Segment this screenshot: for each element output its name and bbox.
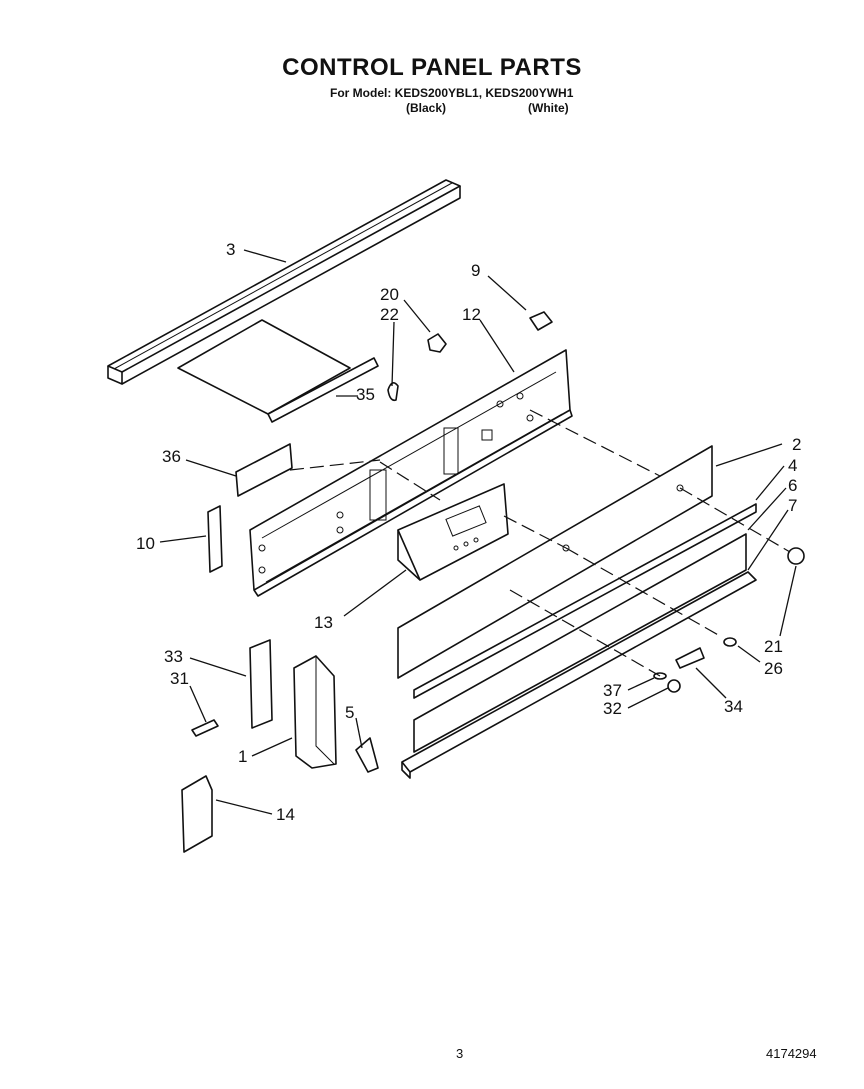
callout-5: 5 — [345, 703, 354, 722]
part-36-circuit-board — [235, 443, 293, 497]
callout-34: 34 — [724, 697, 743, 716]
part-32-nut — [667, 679, 681, 693]
alignment-line — [679, 487, 791, 553]
part-3-trim-strip — [107, 179, 461, 385]
alignment-line — [503, 515, 567, 549]
part-35-panel-sheet — [177, 319, 379, 423]
model-numbers: For Model: KEDS200YBL1, KEDS200YWH1 — [330, 86, 574, 100]
callout-4: 4 — [788, 456, 797, 475]
document-number: 4174294 — [766, 1046, 817, 1061]
callout-21: 21 — [764, 637, 783, 656]
callout-2: 2 — [792, 435, 801, 454]
callout-12: 12 — [462, 305, 481, 324]
alignment-line — [379, 461, 441, 501]
part-21-knob — [787, 547, 805, 565]
part-14-bracket — [181, 775, 213, 853]
callout-31: 31 — [170, 669, 189, 688]
callout-3: 3 — [226, 240, 235, 259]
part-12-control-frame — [249, 349, 573, 597]
callout-20: 20 — [380, 285, 399, 304]
part-5-end-piece — [355, 737, 379, 773]
alignment-line — [529, 409, 661, 477]
page-number: 3 — [456, 1046, 464, 1061]
alignment-line — [565, 547, 721, 637]
callout-6: 6 — [788, 476, 797, 495]
callout-35: 35 — [356, 385, 375, 404]
callout-10: 10 — [136, 534, 155, 553]
part-2-overlay — [397, 445, 713, 679]
callout-1: 1 — [238, 747, 247, 766]
callout-36: 36 — [162, 447, 181, 466]
callout-37: 37 — [603, 681, 622, 700]
color-white-label: (White) — [528, 101, 569, 115]
part-6-trim-channel — [413, 533, 747, 753]
callout-32: 32 — [603, 699, 622, 718]
callout-22: 22 — [380, 305, 399, 324]
part-26-washer — [723, 637, 737, 647]
color-black-label: (Black) — [406, 101, 447, 115]
part-33-panel — [249, 639, 273, 729]
part-37-spacer — [653, 672, 667, 680]
callout-9: 9 — [471, 261, 480, 280]
part-13-control-module — [397, 483, 509, 581]
part-9-knob — [529, 311, 553, 331]
part-20-switch — [427, 333, 447, 353]
leader-lines — [159, 249, 797, 815]
part-4-trim-channel — [413, 503, 757, 699]
page-title: CONTROL PANEL PARTS — [282, 54, 582, 81]
callout-26: 26 — [764, 659, 783, 678]
part-22-clip — [387, 382, 399, 402]
callout-33: 33 — [164, 647, 183, 666]
callout-7: 7 — [788, 496, 797, 515]
part-7-trim-channel — [401, 571, 757, 779]
part-34-clip — [675, 647, 705, 669]
part-31-clip — [191, 719, 219, 737]
callout-14: 14 — [276, 805, 295, 824]
part-1-end-cap — [293, 655, 337, 769]
callout-13: 13 — [314, 613, 333, 632]
part-10-bracket — [207, 505, 223, 573]
alignment-line — [509, 589, 661, 677]
alignment-line — [289, 459, 381, 471]
